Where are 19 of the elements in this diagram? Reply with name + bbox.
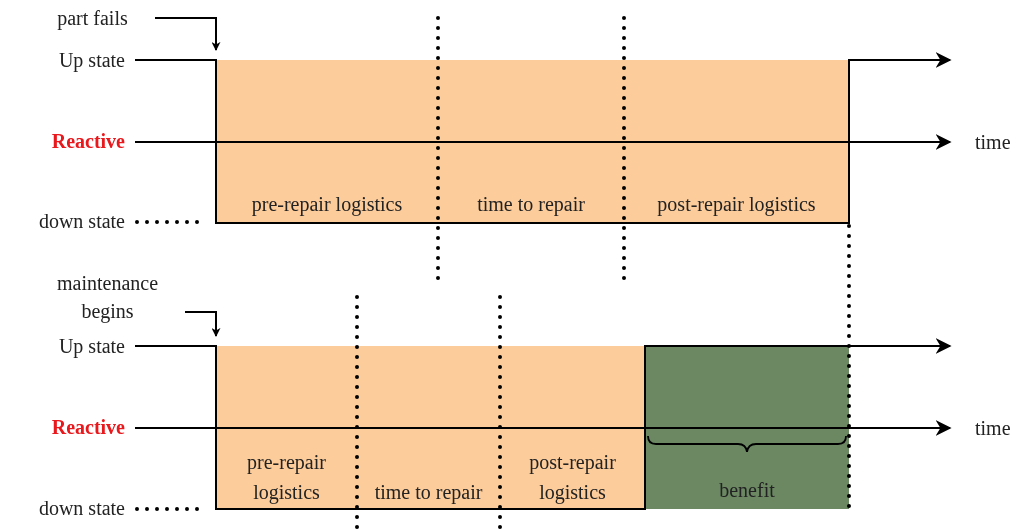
row-label: Reactive (51, 129, 125, 153)
phase-segment: pre-repair logistics (216, 346, 357, 509)
phase-segment: time to repair (357, 346, 500, 509)
state-label: down state (38, 209, 125, 233)
row-label: Reactive (51, 415, 125, 439)
phase-segment: post-repair logistics (624, 60, 849, 223)
arrow (184, 311, 221, 337)
phase-segment: pre-repair logistics (216, 60, 438, 223)
annotation-text: maintenance begins (30, 268, 185, 326)
axis-label: time (975, 130, 1011, 154)
arrow (154, 17, 221, 51)
state-label: Up state (58, 334, 125, 358)
state-label: Up state (58, 48, 125, 72)
annotation-text: part fails (30, 4, 155, 32)
phase-segment: post-repair logistics (500, 346, 645, 509)
phase-segment: time to repair (438, 60, 624, 223)
benefit-box: benefit (645, 346, 849, 509)
axis-label: time (975, 416, 1011, 440)
state-label: down state (38, 496, 125, 520)
